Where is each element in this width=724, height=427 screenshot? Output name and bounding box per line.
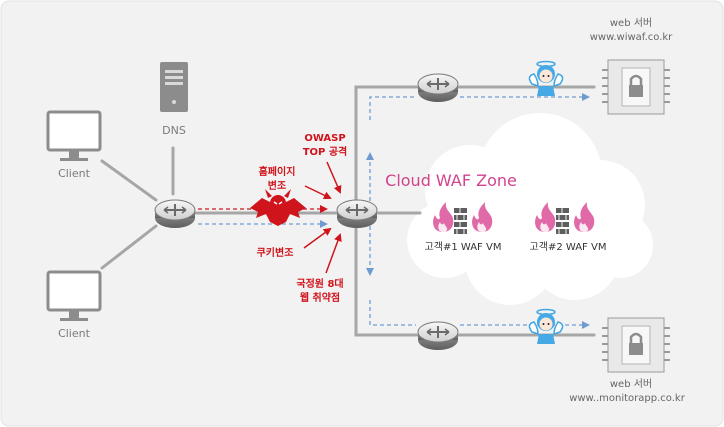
- dns-server-icon: [160, 62, 188, 112]
- homepage-label-line2: 변조: [268, 179, 286, 192]
- customer2-label: 고객#2 WAF VM: [530, 241, 607, 253]
- link-uplink-bottom: [354, 211, 420, 337]
- bottom-router-icon: [417, 321, 459, 351]
- cloud-waf-zone: [407, 113, 653, 305]
- link-uplink-top: [354, 85, 420, 215]
- web-server-top-icon: [600, 58, 672, 116]
- core-router-icon: [336, 199, 378, 229]
- dns-label: DNS: [162, 124, 186, 137]
- web-server-bottom-icon: [600, 316, 672, 374]
- clean-traffic-top-a: [369, 96, 416, 120]
- arrow-homepage: [304, 185, 332, 200]
- cookie-label: 쿠키변조: [257, 246, 294, 259]
- server-bottom-label-line1: web 서버: [610, 378, 652, 390]
- attacker-devil-icon: [250, 189, 306, 226]
- top-router-icon: [417, 73, 459, 103]
- nis-label-line1: 국정원 8대: [296, 277, 343, 290]
- clean-traffic-paths: [198, 93, 590, 329]
- arrow-cookie: [303, 227, 332, 249]
- homepage-label-line1: 홈페이지: [259, 165, 296, 178]
- customer1-label: 고객#1 WAF VM: [425, 241, 502, 253]
- client-bottom-label: Client: [58, 327, 91, 340]
- server-top-label-line2: www.wiwaf.co.kr: [590, 32, 673, 43]
- link-client-bottom: [100, 224, 158, 270]
- arrow-owasp: [326, 161, 342, 194]
- clean-traffic-bottom-a: [369, 300, 416, 326]
- zone-title: Cloud WAF Zone: [385, 171, 517, 190]
- server-bottom-label-line2: www..monitorapp.co.kr: [569, 393, 686, 404]
- owasp-label-line1: OWASP: [304, 133, 345, 144]
- link-client-top: [100, 159, 158, 202]
- edge-router-icon: [154, 199, 196, 229]
- nis-label-line2: 웹 취약점: [300, 291, 340, 304]
- client-top-label: Client: [58, 167, 91, 180]
- attack-annotation-arrows: [303, 161, 342, 274]
- arrow-nis: [325, 233, 342, 274]
- server-top-label-line1: web 서버: [610, 17, 652, 29]
- owasp-label-line2: TOP 공격: [303, 145, 348, 158]
